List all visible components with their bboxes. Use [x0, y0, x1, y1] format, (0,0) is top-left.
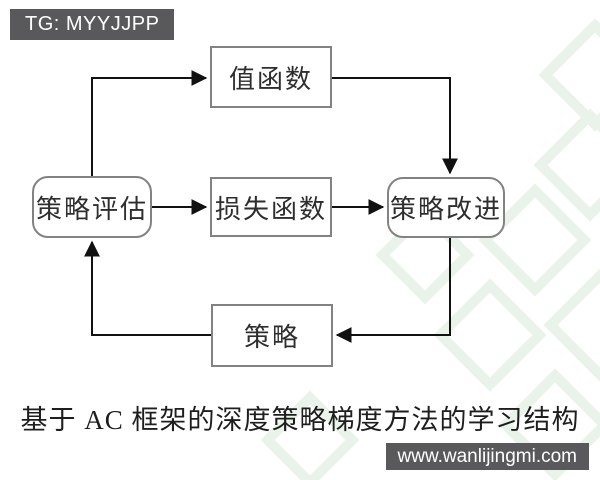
edge-policy-to-policy-evaluation	[84, 240, 211, 336]
node-policy-improvement: 策略改进	[387, 177, 505, 238]
edge-policy-improvement-to-policy	[335, 238, 451, 343]
figure-caption: 基于 AC 框架的深度策略梯度方法的学习结构	[20, 405, 580, 435]
telegram-watermark-badge: TG: MYYJJPP	[10, 9, 175, 40]
node-policy: 策略	[211, 304, 333, 367]
edge-value-function-to-policy-improvement	[332, 77, 458, 175]
node-loss-function: 损失函数	[210, 177, 332, 237]
website-watermark-badge: www.wanlijingmi.com	[385, 443, 589, 470]
node-policy-evaluation: 策略评估	[32, 176, 152, 238]
node-value-function: 值函数	[210, 46, 332, 108]
edge-policy-evaluation-to-value-function	[91, 70, 208, 176]
